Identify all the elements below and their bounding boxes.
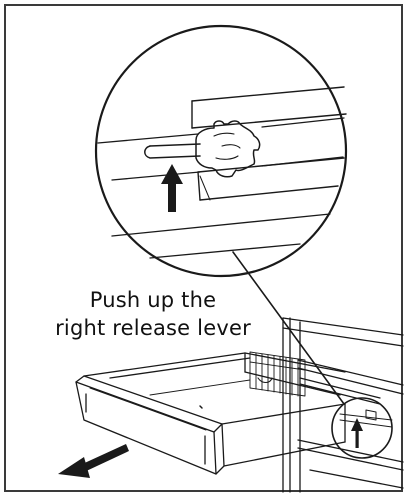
detail-callout-large <box>94 24 348 278</box>
detail-callout-small <box>331 397 393 459</box>
illustration-frame <box>4 4 403 492</box>
arrow-up-icon <box>161 164 183 212</box>
instruction-line-1: Push up the <box>89 288 217 312</box>
drawer <box>75 352 346 475</box>
arrow-down-left-icon <box>58 444 129 478</box>
arrow-up-icon-small <box>351 418 363 448</box>
instruction-caption: Push up the right release lever <box>28 286 278 342</box>
cabinet-rails <box>282 317 404 493</box>
callout-leader-line <box>232 251 345 405</box>
basket-grid <box>249 351 306 397</box>
instruction-line-2: right release lever <box>55 316 251 340</box>
